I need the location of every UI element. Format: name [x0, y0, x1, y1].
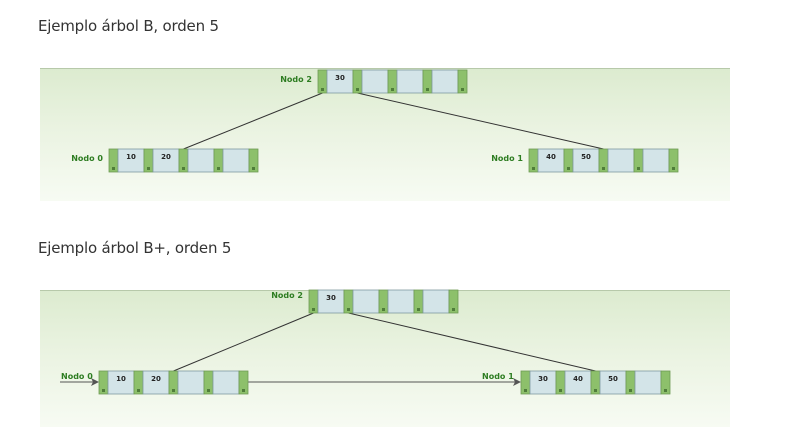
b-node-0-pointer-cell: [248, 148, 259, 173]
bplus-node-1-pointer-cell: [660, 370, 671, 395]
b-node-0-pointer-dot: [147, 167, 150, 170]
b-node-2-label: Nodo 2: [280, 75, 312, 84]
b-node-2-key-value: 30: [335, 74, 345, 82]
b-node-1-pointer-dot: [637, 167, 640, 170]
bplus-node-2: Nodo 2 30: [271, 289, 459, 314]
b-node-2-pointer-dot: [391, 88, 394, 91]
bplus-node-1-key-value: 40: [573, 375, 583, 383]
bplus-node-2-key-cell: [352, 289, 380, 314]
b-link-left: [183, 92, 323, 150]
b-node-1-key-value: 50: [581, 153, 591, 161]
b-node-2: Nodo 2 30: [280, 69, 468, 94]
b-link-right: [357, 92, 604, 150]
bplus-node-0-pointer-dot: [242, 389, 245, 392]
b-node-0-pointer-dot: [182, 167, 185, 170]
bplus-node-1-pointer-dot: [594, 389, 597, 392]
bplus-node-2-pointer-dot: [417, 308, 420, 311]
bplus-node-1-key-cell: [634, 370, 662, 395]
b-node-2-pointer-dot: [461, 88, 464, 91]
b-node-0-label: Nodo 0: [71, 154, 103, 163]
bplus-node-2-key-cell: [387, 289, 415, 314]
b-node-2-pointer-dot: [356, 88, 359, 91]
bplus-node-0-key-value: 20: [151, 375, 161, 383]
b-node-2-key-cell: [361, 69, 389, 94]
bplus-link-left: [173, 312, 314, 372]
bplus-node-0-key-cell: [177, 370, 205, 395]
b-node-1: Nodo 1 40 50: [491, 148, 679, 173]
b-node-1-key-value: 40: [546, 153, 556, 161]
bplus-node-1-key-value: 50: [608, 375, 618, 383]
bplus-node-0: Nodo 0 10 20: [61, 370, 249, 395]
b-node-1-pointer-dot: [602, 167, 605, 170]
bplus-node-2-pointer-dot: [312, 308, 315, 311]
bplus-node-2-pointer-dot: [382, 308, 385, 311]
bplus-node-1-key-value: 30: [538, 375, 548, 383]
b-node-1-pointer-cell: [668, 148, 679, 173]
bplus-node-0-label: Nodo 0: [61, 372, 93, 381]
title-b-tree: Ejemplo árbol B, orden 5: [38, 17, 219, 35]
b-node-0-key-value: 10: [126, 153, 136, 161]
bplus-node-0-pointer-cell: [238, 370, 249, 395]
b-node-2-pointer-cell: [457, 69, 468, 94]
bplus-node-0-pointer-dot: [137, 389, 140, 392]
bplus-node-2-key-cell: [422, 289, 450, 314]
bplus-node-0-pointer-dot: [172, 389, 175, 392]
bplus-node-2-label: Nodo 2: [271, 291, 303, 300]
b-node-0-key-value: 20: [161, 153, 171, 161]
bplus-node-1-pointer-dot: [524, 389, 527, 392]
b-node-2-key-cell: [431, 69, 459, 94]
bplus-node-0-key-cell: [212, 370, 240, 395]
b-node-2-pointer-dot: [426, 88, 429, 91]
b-node-1-pointer-dot: [532, 167, 535, 170]
bplus-node-1-pointer-dot: [629, 389, 632, 392]
bplus-node-1-pointer-dot: [559, 389, 562, 392]
b-node-2-pointer-dot: [321, 88, 324, 91]
title-bplus-tree: Ejemplo árbol B+, orden 5: [38, 239, 232, 257]
b-node-1-label: Nodo 1: [491, 154, 523, 163]
bplus-node-2-pointer-dot: [347, 308, 350, 311]
bplus-node-0-pointer-dot: [102, 389, 105, 392]
b-node-1-key-cell: [607, 148, 635, 173]
bplus-node-1-label: Nodo 1: [482, 372, 514, 381]
bplus-node-1-pointer-dot: [664, 389, 667, 392]
bplus-link-right: [348, 312, 596, 372]
bplus-node-2-pointer-dot: [452, 308, 455, 311]
b-node-0-pointer-dot: [112, 167, 115, 170]
b-node-0-key-cell: [187, 148, 215, 173]
b-node-1-key-cell: [642, 148, 670, 173]
b-node-1-pointer-dot: [567, 167, 570, 170]
bplus-node-2-pointer-cell: [448, 289, 459, 314]
b-node-0: Nodo 0 10 20: [71, 148, 259, 173]
bplus-node-0-pointer-dot: [207, 389, 210, 392]
b-node-1-pointer-dot: [672, 167, 675, 170]
bplus-node-0-key-value: 10: [116, 375, 126, 383]
b-node-0-pointer-dot: [217, 167, 220, 170]
bplus-node-2-key-value: 30: [326, 294, 336, 302]
b-node-2-key-cell: [396, 69, 424, 94]
b-node-0-key-cell: [222, 148, 250, 173]
b-node-0-pointer-dot: [252, 167, 255, 170]
bplus-node-1: Nodo 1 30 40 50: [482, 370, 671, 395]
